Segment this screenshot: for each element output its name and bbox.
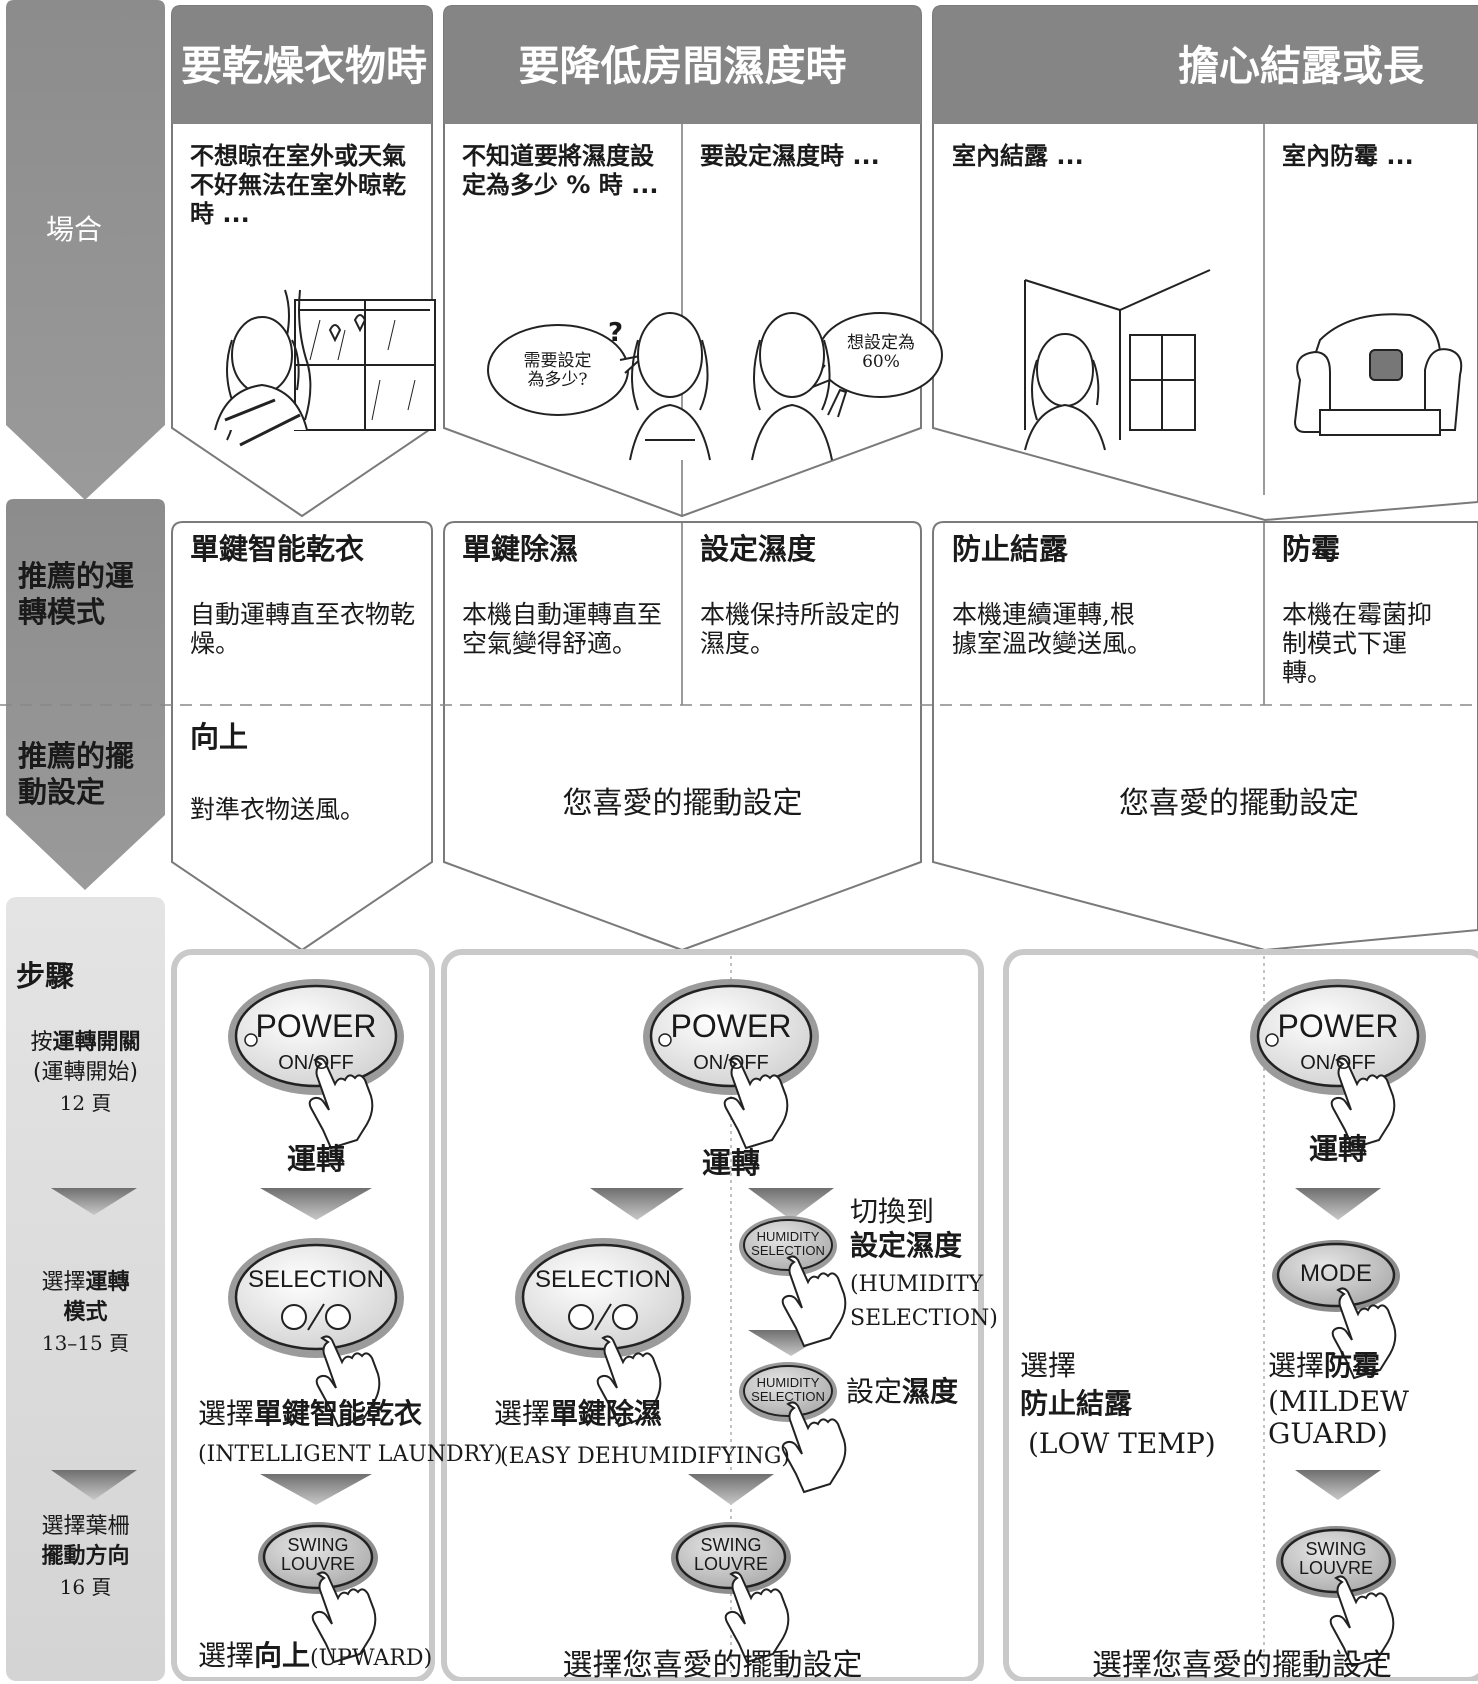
selection-button-2[interactable]: SELECTION (534, 1266, 672, 1293)
mode-title-easy: 單鍵除濕 (462, 532, 579, 566)
caption-set-en1: (HUMIDITY (850, 1272, 984, 1297)
illustration-condensation (1024, 269, 1211, 451)
speech-question: 需要設定 為多少? (523, 351, 592, 390)
caption-set-mode: 設定濕度 (850, 1229, 963, 1262)
caption-easy-en: (EASY DEHUMIDIFYING) (500, 1444, 790, 1469)
mode-title-mildew: 防霉 (1282, 532, 1341, 566)
power-button-shape-2 (643, 979, 819, 1149)
question-mark-icon: ? (608, 318, 624, 348)
caption-set-humidity: 設定濕度 (846, 1375, 959, 1408)
caption-switch-to: 切換到 (850, 1195, 935, 1228)
caption-select-laundry: 選擇單鍵智能乾衣 (198, 1397, 423, 1430)
caption-select-upward: 選擇向上(UPWARD) (198, 1639, 433, 1672)
illustration-sofa (1293, 313, 1463, 436)
row-label-mode: 推薦的運 轉模式 (18, 559, 135, 629)
mode-title-laundry: 單鍵智能乾衣 (190, 532, 365, 566)
caption-select-easy: 選擇單鍵除濕 (494, 1397, 663, 1430)
illustration-answer (751, 312, 943, 461)
power-button-shape-1 (228, 979, 404, 1149)
caption-lowtemp-mode: 防止結露 (1020, 1387, 1133, 1420)
column-title-condensation: 擔心結露或長 (1178, 42, 1424, 90)
caption-mildew-en1: (MILDEW (1268, 1385, 1409, 1418)
run-label-3: 運轉 (1308, 1132, 1367, 1166)
row-label-situation: 場合 (46, 213, 103, 246)
swing-favorite-humidity: 您喜愛的擺動設定 (562, 786, 803, 821)
left-arrow-situation (6, 0, 165, 500)
caption-favorite-swing-2: 選擇您喜愛的擺動設定 (562, 1648, 863, 1683)
column-title-laundry: 要乾燥衣物時 (181, 42, 427, 90)
run-label-2: 運轉 (701, 1146, 760, 1180)
mode-title-set: 設定濕度 (700, 532, 817, 566)
column-title-humidity: 要降低房間濕度時 (518, 42, 847, 90)
mode-desc-mildew: 本機在霉菌抑 制模式下運 轉。 (1282, 600, 1433, 687)
selection-button-1[interactable]: SELECTION (247, 1266, 385, 1293)
situation-mildew: 室內防霉 ... (1282, 142, 1414, 170)
caption-select-mildew: 選擇防霉 (1268, 1349, 1381, 1382)
run-label-1: 運轉 (286, 1142, 345, 1176)
illustration-question (487, 312, 711, 461)
power-button-2[interactable]: POWER (670, 1008, 792, 1044)
power-onoff-3: ON/OFF (1300, 1052, 1376, 1074)
caption-set-en2: SELECTION) (850, 1306, 998, 1331)
mode-button[interactable]: MODE (1300, 1260, 1372, 1287)
situation-unknown-humidity: 不知道要將濕度設 定為多少 % 時 ... (462, 142, 659, 199)
swing-favorite-condensation: 您喜愛的擺動設定 (1119, 786, 1359, 821)
swing-upward-desc: 對準衣物送風。 (190, 795, 366, 824)
power-onoff-2: ON/OFF (693, 1052, 769, 1074)
caption-lowtemp-en: (LOW TEMP) (1028, 1427, 1216, 1460)
speech-answer: 想設定為 60% (847, 333, 915, 372)
left-steps-panel (6, 897, 165, 1681)
situation-condensation: 室內結露 ... (952, 142, 1084, 170)
swing-upward-title: 向上 (190, 720, 249, 754)
situation-laundry: 不想晾在室外或天氣 不好無法在室外晾乾 時 ... (190, 142, 406, 228)
mode-desc-set: 本機保持所設定的 濕度。 (700, 600, 901, 658)
step-mode-label: 選擇運轉 模式 13–15 頁 (41, 1270, 130, 1355)
power-onoff-1: ON/OFF (278, 1052, 354, 1074)
step-swing-label: 選擇葉柵 擺動方向 16 頁 (41, 1514, 130, 1599)
row-label-steps: 步驟 (16, 959, 75, 993)
left-arrow-mode (6, 499, 165, 890)
caption-mildew-en2: GUARD) (1268, 1417, 1388, 1450)
illustration-rainy-window (214, 289, 436, 447)
mode-desc-lowtemp: 本機連續運轉,根 據室溫改變送風。 (952, 600, 1153, 658)
step-power-label: 按運轉開關 (運轉開始) 12 頁 (30, 1030, 141, 1115)
caption-favorite-swing-3: 選擇您喜愛的擺動設定 (1092, 1648, 1392, 1683)
caption-lowtemp-pre: 選擇 (1020, 1349, 1077, 1382)
mode-title-lowtemp: 防止結露 (952, 532, 1069, 566)
mode-desc-laundry: 自動運轉直至衣物乾 燥。 (190, 600, 416, 658)
caption-laundry-en: (INTELLIGENT LAUNDRY) (198, 1442, 503, 1467)
situation-set-humidity: 要設定濕度時 ... (700, 142, 880, 170)
power-button-1[interactable]: POWER (255, 1008, 377, 1044)
row-label-swing: 推薦的擺 動設定 (18, 739, 135, 809)
mode-desc-easy: 本機自動運轉直至 空氣變得舒適。 (462, 600, 663, 658)
power-button-shape-3 (1250, 979, 1426, 1149)
power-button-3[interactable]: POWER (1277, 1008, 1399, 1044)
